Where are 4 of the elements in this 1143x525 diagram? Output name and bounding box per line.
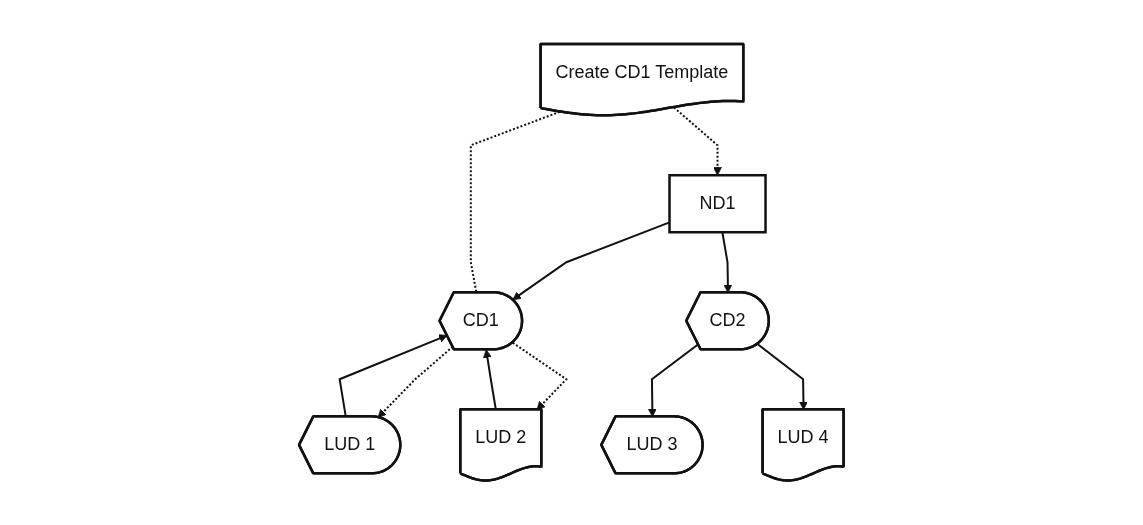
arrow xyxy=(377,345,454,419)
node-box: ND1 xyxy=(668,174,767,234)
arrow xyxy=(511,342,569,411)
arrow xyxy=(673,106,723,176)
